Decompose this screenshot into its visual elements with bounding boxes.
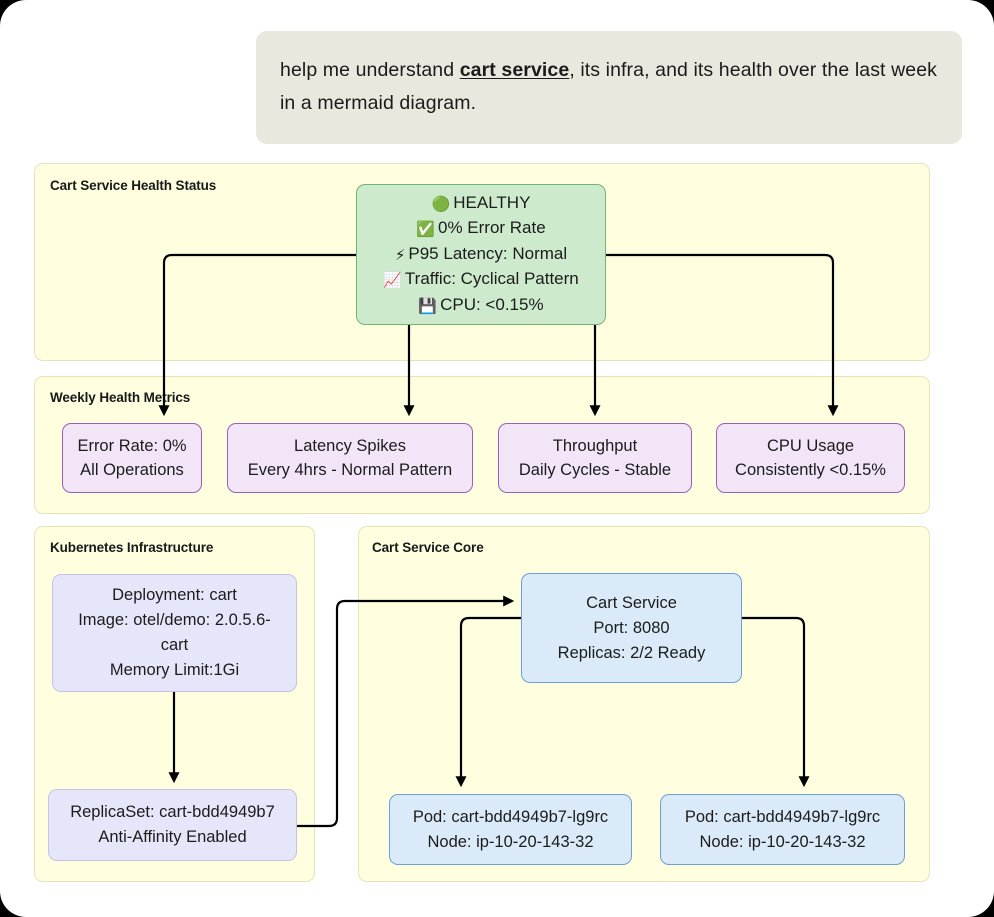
- node-metric-throughput[interactable]: Throughput Daily Cycles - Stable: [498, 423, 692, 493]
- node-metric-cpu-usage[interactable]: CPU Usage Consistently <0.15%: [716, 423, 905, 493]
- prompt-text-after: , its infra, and its health over the las…: [280, 59, 938, 114]
- metric-latency-line2: Every 4hrs - Normal Pattern: [247, 461, 453, 479]
- prompt-emphasis-cart-service: cart service: [459, 59, 570, 81]
- green-circle-icon: 🟢: [431, 194, 451, 213]
- prompt-text-before: help me understand: [280, 59, 460, 81]
- health-row-traffic: 📈Traffic: Cyclical Pattern: [383, 267, 579, 293]
- node-metric-error-rate[interactable]: Error Rate: 0% All Operations: [62, 423, 202, 493]
- pod-1-line1: Pod: cart-bdd4949b7-lg9rc: [412, 807, 609, 826]
- lightning-bolt-icon: ⚡: [394, 245, 406, 264]
- health-row-cpu-text: CPU: <0.15%: [440, 294, 544, 314]
- health-row-error-rate-text: 0% Error Rate: [437, 218, 546, 238]
- health-row-latency: ⚡P95 Latency: Normal: [395, 242, 567, 268]
- metric-latency-line1: Latency Spikes: [294, 437, 406, 455]
- health-row-healthy: 🟢HEALTHY: [432, 191, 531, 217]
- node-health-status[interactable]: 🟢HEALTHY ✅0% Error Rate ⚡P95 Latency: No…: [356, 184, 606, 325]
- metric-error-rate-line2: All Operations: [80, 461, 184, 479]
- health-row-cpu: 💾CPU: <0.15%: [418, 293, 543, 319]
- cart-service-line3: Replicas: 2/2 Ready: [557, 643, 706, 662]
- deployment-line2: Image: otel/demo: 2.0.5.6-cart: [78, 611, 271, 654]
- subgraph-health-status-title: Cart Service Health Status: [50, 178, 217, 193]
- node-deployment[interactable]: Deployment: cart Image: otel/demo: 2.0.5…: [52, 574, 297, 692]
- health-row-healthy-text: HEALTHY: [453, 192, 531, 212]
- user-prompt-bubble: help me understand cart service, its inf…: [256, 31, 962, 144]
- node-pod-2[interactable]: Pod: cart-bdd4949b7-lg9rc Node: ip-10-20…: [660, 794, 905, 865]
- pod-2-line2: Node: ip-10-20-143-32: [699, 832, 866, 851]
- replicaset-line2: Anti-Affinity Enabled: [98, 828, 247, 846]
- health-row-latency-text: P95 Latency: Normal: [408, 243, 568, 263]
- subgraph-core-title: Cart Service Core: [372, 540, 484, 555]
- metric-cpu-line1: CPU Usage: [766, 437, 855, 455]
- cart-service-line1: Cart Service: [586, 593, 677, 612]
- pod-1-line2: Node: ip-10-20-143-32: [427, 832, 594, 851]
- metric-throughput-line2: Daily Cycles - Stable: [518, 461, 672, 479]
- check-mark-icon: ✅: [416, 220, 435, 239]
- metric-cpu-line2: Consistently <0.15%: [735, 461, 886, 479]
- subgraph-weekly-metrics-title: Weekly Health Metrics: [50, 390, 191, 405]
- health-row-error-rate: ✅0% Error Rate: [416, 216, 545, 242]
- node-pod-1[interactable]: Pod: cart-bdd4949b7-lg9rc Node: ip-10-20…: [389, 794, 632, 865]
- metric-error-rate-line1: Error Rate: 0%: [77, 437, 187, 455]
- cart-service-line2: Port: 8080: [593, 618, 670, 637]
- subgraph-kubernetes-title: Kubernetes Infrastructure: [50, 540, 214, 555]
- pod-2-line1: Pod: cart-bdd4949b7-lg9rc: [684, 807, 881, 826]
- metric-throughput-line1: Throughput: [552, 437, 638, 455]
- node-cart-service[interactable]: Cart Service Port: 8080 Replicas: 2/2 Re…: [521, 573, 742, 683]
- node-replicaset[interactable]: ReplicaSet: cart-bdd4949b7 Anti-Affinity…: [48, 789, 297, 861]
- user-prompt-text: help me understand cart service, its inf…: [280, 54, 938, 120]
- deployment-line3: Memory Limit:1Gi: [109, 661, 240, 679]
- floppy-disk-icon: 💾: [418, 296, 438, 315]
- node-metric-latency-spikes[interactable]: Latency Spikes Every 4hrs - Normal Patte…: [227, 423, 473, 493]
- deployment-line1: Deployment: cart: [112, 586, 237, 604]
- health-row-traffic-text: Traffic: Cyclical Pattern: [404, 269, 579, 289]
- chart-increasing-icon: 📈: [383, 271, 402, 290]
- replicaset-line1: ReplicaSet: cart-bdd4949b7: [70, 803, 275, 821]
